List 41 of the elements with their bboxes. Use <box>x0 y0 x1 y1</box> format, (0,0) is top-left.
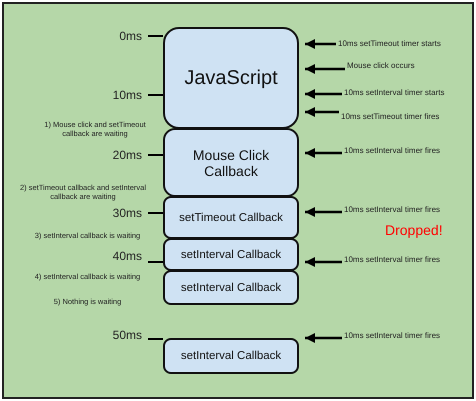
event-label: 10ms setInterval timer fires <box>344 331 440 340</box>
process-box <box>163 27 299 129</box>
time-label: 0ms <box>119 29 142 43</box>
event-label: 10ms setInterval timer fires <box>344 146 440 155</box>
event-label: 10ms setInterval timer starts <box>344 88 444 97</box>
box-label: Mouse Click Callback <box>192 146 270 178</box>
tick-line <box>148 338 163 340</box>
arrow <box>305 148 342 158</box>
process-box <box>163 128 299 197</box>
tick-line <box>148 261 163 263</box>
time-label: 50ms <box>112 328 142 342</box>
tick-line <box>148 212 163 214</box>
process-box <box>163 238 299 271</box>
box-label: setTimeout Callback <box>179 212 283 224</box>
time-label: 30ms <box>112 206 142 220</box>
box-label: setInterval Callback <box>180 248 282 260</box>
tick-line <box>148 94 163 96</box>
process-box <box>163 196 299 239</box>
time-label: 10ms <box>112 88 142 102</box>
time-label: 40ms <box>112 249 142 263</box>
tick-line <box>148 35 163 37</box>
event-label: 10ms setTimeout timer fires <box>341 112 440 121</box>
event-label: 10ms setTimeout timer starts <box>338 39 441 48</box>
arrow <box>305 64 345 74</box>
box-label: JavaScript <box>184 66 278 90</box>
arrow <box>305 39 336 49</box>
tick-line <box>148 154 163 156</box>
box-label: setInterval Callback <box>180 350 282 362</box>
event-label: 10ms setInterval timer fires <box>344 255 440 264</box>
status-note: Dropped! <box>385 222 444 239</box>
process-box <box>163 270 299 305</box>
arrow <box>305 257 342 267</box>
event-label: Mouse click occurs <box>347 61 415 70</box>
time-label: 20ms <box>112 148 142 162</box>
box-label: setInterval Callback <box>180 282 282 294</box>
arrow <box>305 107 339 117</box>
arrow <box>305 89 342 99</box>
arrow <box>305 207 342 217</box>
process-box <box>163 338 299 374</box>
arrow <box>305 333 342 343</box>
event-label: 10ms setInterval timer fires <box>344 205 440 214</box>
